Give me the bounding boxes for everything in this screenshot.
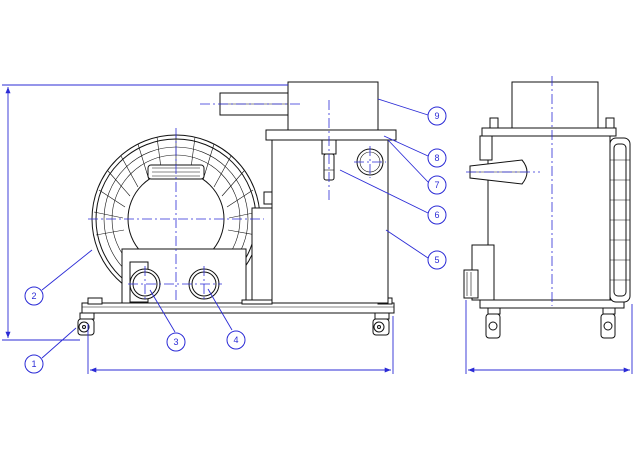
caster-right — [372, 312, 390, 336]
side-fan-guard — [609, 137, 631, 303]
front-view — [2, 81, 429, 374]
side-view — [463, 76, 633, 374]
side-tank — [479, 117, 617, 301]
callout-9: 9 — [427, 106, 447, 126]
side-dimensions — [465, 300, 633, 374]
callout-5-label: 5 — [434, 255, 439, 265]
callout-7-label: 7 — [434, 180, 439, 190]
callout-7: 7 — [427, 175, 447, 195]
callout-6-label: 6 — [434, 210, 439, 220]
callout-1-label: 1 — [31, 359, 36, 369]
side-centerlines — [466, 76, 553, 306]
callout-2-label: 2 — [31, 291, 36, 301]
callout-1: 1 — [24, 354, 44, 374]
callout-3-label: 3 — [173, 337, 178, 347]
side-exhaust-duct — [511, 81, 599, 129]
callout-8: 8 — [427, 148, 447, 168]
callout-9-label: 9 — [434, 111, 439, 121]
callout-4: 4 — [226, 330, 246, 350]
exhaust-duct — [219, 81, 379, 131]
callout-8-label: 8 — [434, 153, 439, 163]
front-leaders — [41, 98, 429, 359]
side-caster-right — [600, 307, 616, 339]
side-caster-left — [485, 307, 501, 339]
callout-4-label: 4 — [233, 335, 238, 345]
callout-2: 2 — [24, 286, 44, 306]
side-blower — [463, 244, 495, 301]
callout-3: 3 — [166, 332, 186, 352]
front-centerlines — [88, 100, 386, 302]
callout-5: 5 — [427, 250, 447, 270]
callout-6: 6 — [427, 205, 447, 225]
front-dimensions — [2, 84, 394, 374]
caster-left — [77, 312, 95, 336]
